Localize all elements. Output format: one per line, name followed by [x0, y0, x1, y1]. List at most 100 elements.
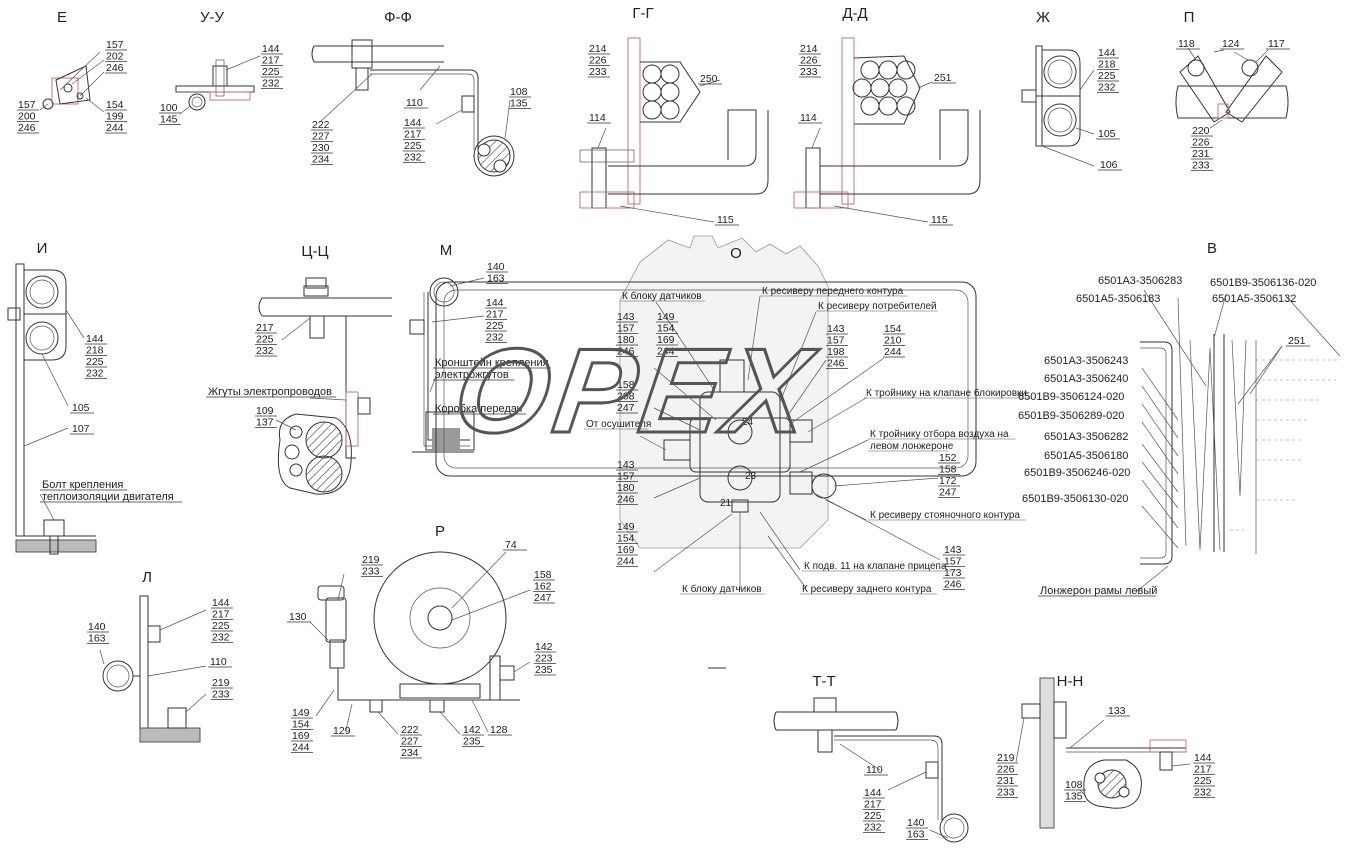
part-label-p130: 130 — [289, 611, 307, 623]
part-number: 246 — [617, 494, 635, 506]
view-p-drawing — [1175, 47, 1289, 129]
part-number: 154 — [292, 719, 310, 731]
watermark-logo: OPEX — [447, 324, 824, 458]
part-number: 225 — [1098, 70, 1116, 82]
part-number: 109 — [256, 405, 274, 417]
view-title-zh: Ж — [1036, 9, 1050, 26]
part-number: 232 — [1098, 82, 1116, 94]
view-title-ff: Ф-Ф — [384, 9, 412, 26]
part-number: 222 — [401, 724, 419, 736]
view-m-drawing — [409, 277, 485, 453]
part-number: 244 — [292, 742, 310, 754]
note-n10: К блоку датчиков — [682, 583, 762, 595]
part-number: 225 — [256, 334, 274, 346]
part-number: 218 — [86, 345, 104, 357]
part-label-p251a: 251 — [934, 72, 952, 84]
part-label-p124: 124 — [1222, 38, 1240, 50]
part-number: 226 — [1192, 137, 1210, 149]
part-number: 234 — [312, 154, 330, 166]
part-number: 233 — [362, 566, 380, 578]
part-number: 217 — [212, 609, 230, 621]
part-number: 140 — [487, 261, 505, 273]
tube-code-k11: 6501В9-3506246-020 — [1024, 467, 1130, 479]
part-number: 163 — [487, 273, 505, 285]
part-label-p115b: 115 — [931, 214, 948, 226]
caption-c2: теплоизоляции двигателя — [42, 491, 174, 503]
part-number: 154 — [657, 323, 675, 335]
caption-c4: Кронштейн крепления — [435, 357, 549, 369]
part-number: 246 — [18, 122, 36, 134]
part-number: 235 — [535, 664, 553, 676]
part-number: 135 — [510, 98, 528, 110]
part-number: 217 — [404, 129, 422, 141]
part-number: 100 — [160, 102, 178, 114]
part-label-p129: 129 — [333, 725, 351, 737]
part-number: 232 — [486, 332, 504, 344]
part-number: 149 — [292, 707, 310, 719]
part-number: 218 — [1098, 59, 1116, 71]
part-number: 217 — [1194, 764, 1212, 776]
part-number: 202 — [106, 51, 124, 63]
part-number: 154 — [617, 533, 635, 545]
view-title-uu: У-У — [200, 9, 225, 26]
part-number: 157 — [944, 556, 962, 568]
part-number: 208 — [617, 391, 635, 403]
part-label-p114b: 114 — [800, 112, 817, 124]
part-number: 232 — [86, 368, 104, 380]
part-number: 154 — [884, 323, 902, 335]
tube-code-k1: 6501А3-3506283 — [1098, 275, 1182, 287]
part-number: 219 — [362, 554, 380, 566]
part-number: 172 — [939, 475, 957, 487]
part-number: 180 — [617, 482, 635, 494]
part-number: 144 — [404, 117, 422, 129]
part-number: 140 — [907, 817, 925, 829]
part-label-p74: 74 — [505, 539, 517, 551]
view-e-drawing — [39, 51, 105, 113]
part-number: 173 — [944, 567, 962, 579]
part-label-p133: 133 — [1108, 705, 1126, 717]
part-number: 210 — [884, 335, 902, 347]
part-number: 163 — [907, 829, 925, 841]
part-number: 235 — [463, 736, 481, 748]
view-title-i: И — [37, 240, 48, 257]
view-uu-drawing — [175, 55, 261, 115]
part-number: 244 — [106, 122, 124, 134]
part-number: 217 — [864, 799, 882, 811]
view-title-o: О — [730, 245, 742, 262]
part-number: 247 — [617, 402, 635, 414]
part-label-p110c: 110 — [866, 764, 883, 776]
part-number: 144 — [1098, 47, 1116, 59]
tube-code-k7: 6501В9-3506124-020 — [1018, 391, 1124, 403]
part-number: 225 — [404, 140, 422, 152]
tube-code-k12: 6501В9-3506130-020 — [1022, 493, 1128, 505]
note-n1: К блоку датчиков — [622, 290, 702, 302]
valve-port-vp2: 23 — [745, 471, 757, 482]
part-number: 169 — [617, 544, 635, 556]
view-title-r: Р — [435, 523, 445, 540]
part-number: 144 — [86, 333, 104, 345]
part-number: 232 — [262, 78, 280, 90]
part-number: 226 — [997, 764, 1015, 776]
part-number: 143 — [944, 544, 962, 556]
part-label-p107: 107 — [72, 423, 90, 435]
view-ff-drawing — [311, 39, 515, 177]
